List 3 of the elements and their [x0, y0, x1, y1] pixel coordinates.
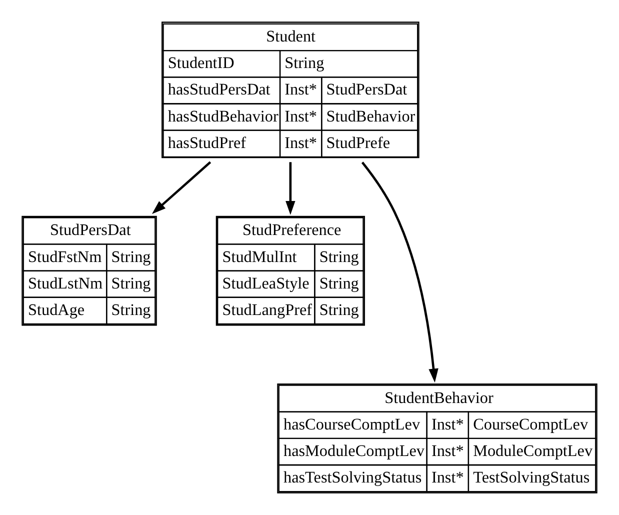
- arrow: [152, 161, 212, 214]
- arrow: [361, 162, 438, 383]
- arrow: [286, 162, 296, 215]
